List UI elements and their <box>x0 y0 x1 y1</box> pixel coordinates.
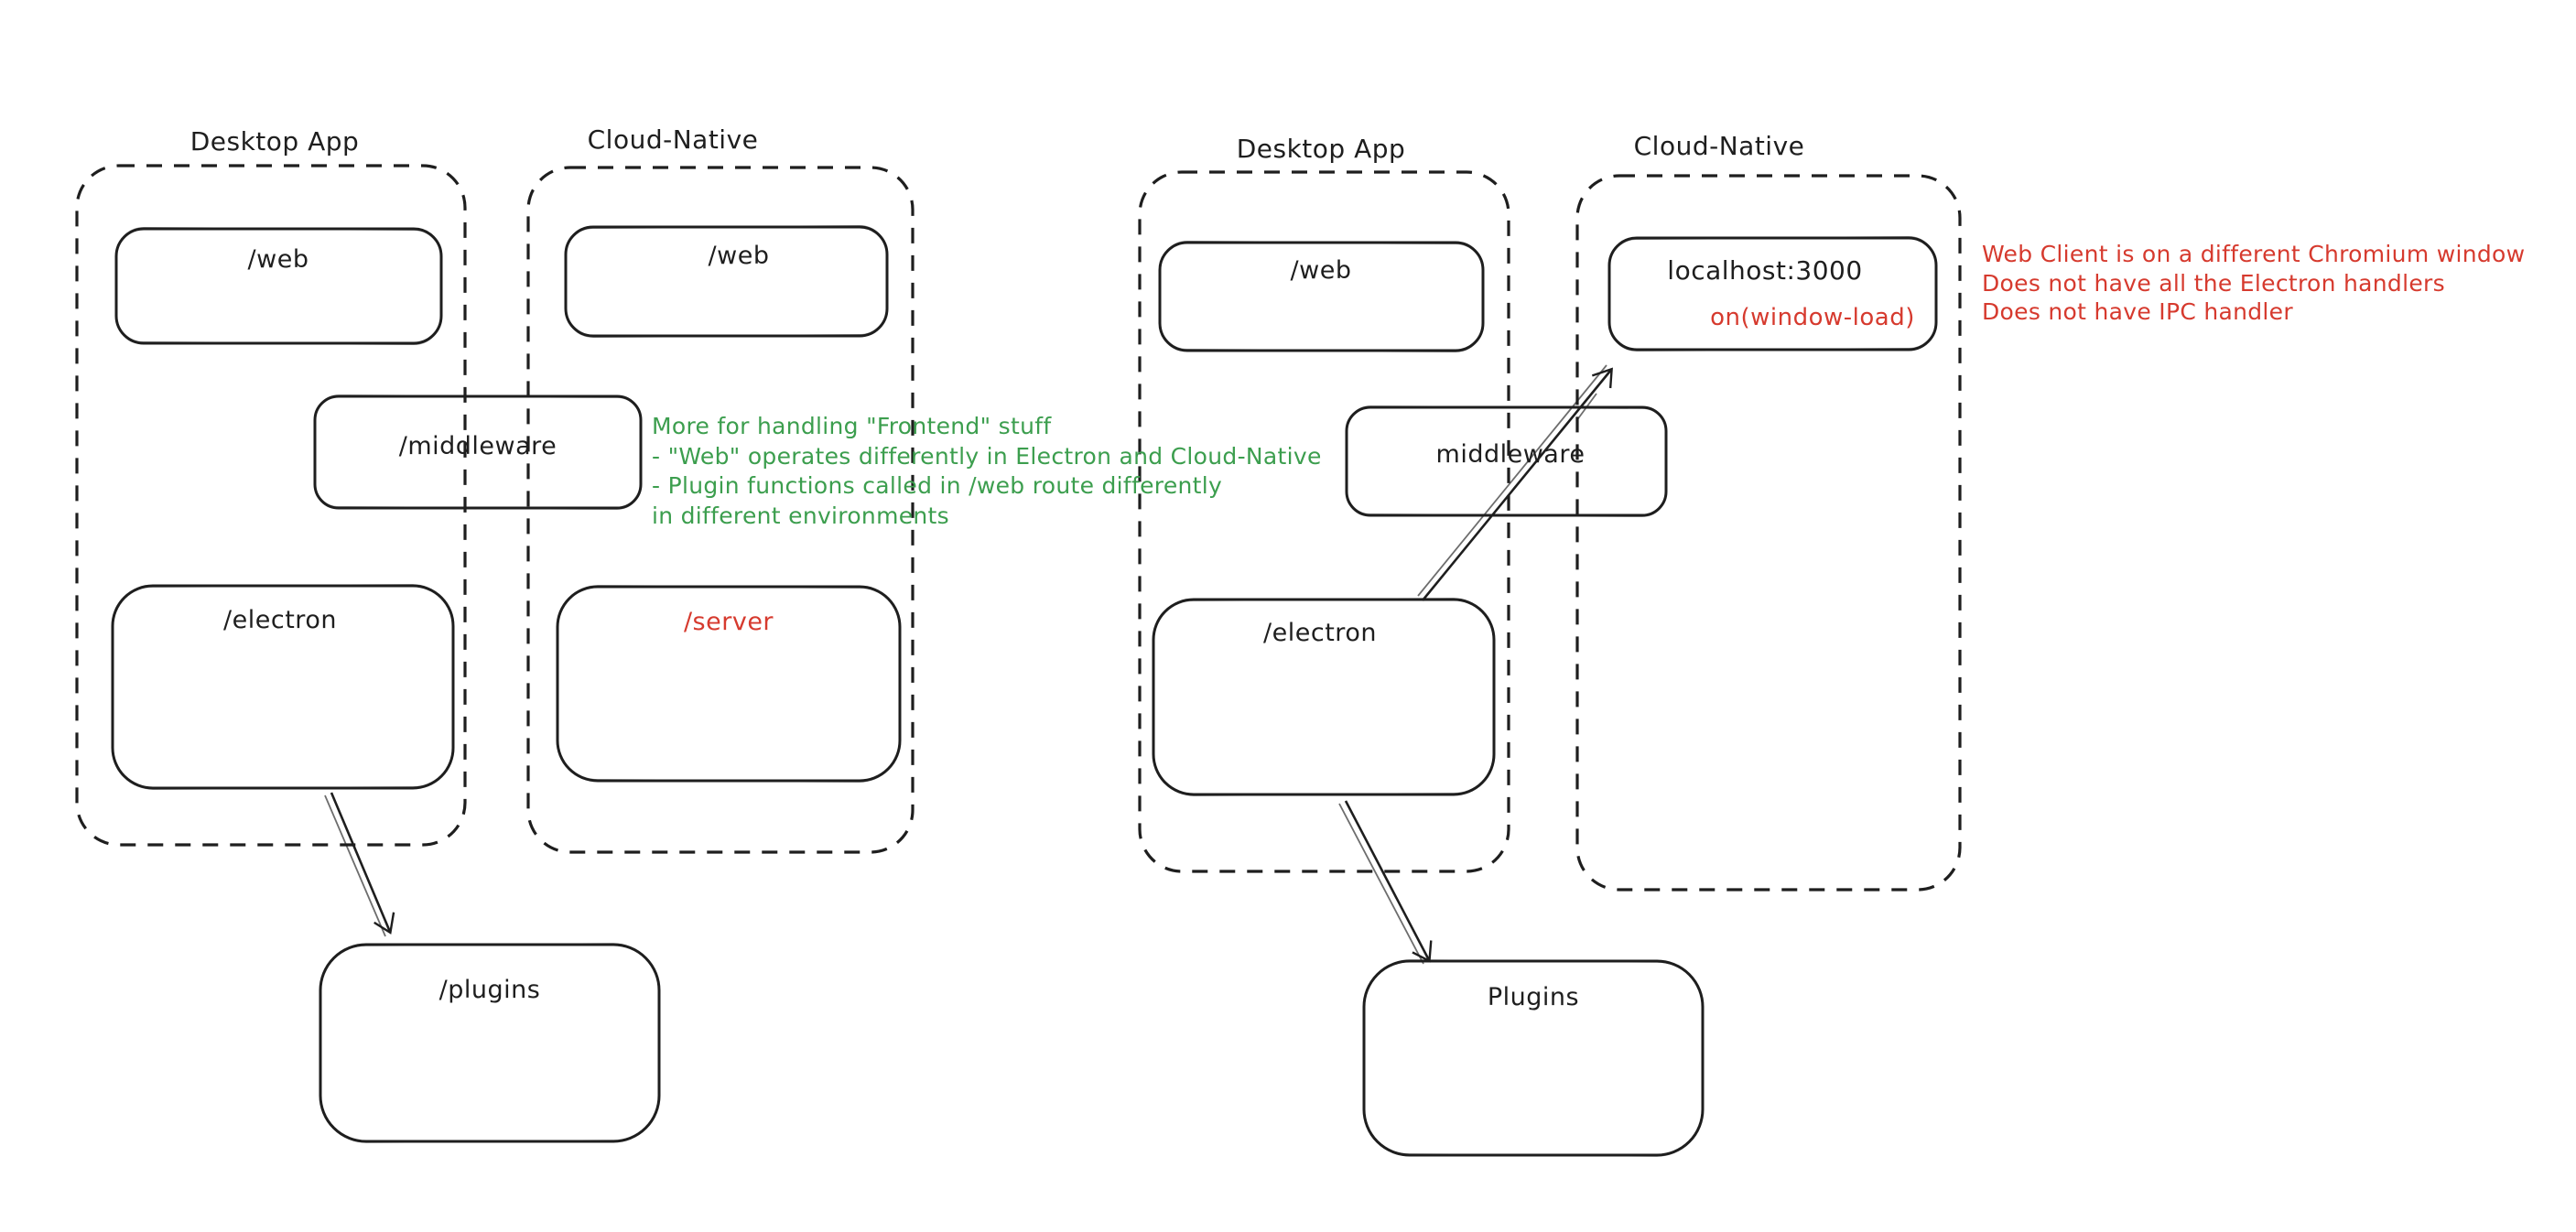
green-note-line-2: - "Web" operates differently in Electron… <box>652 442 1322 470</box>
left-middleware-label: /middleware <box>398 432 557 460</box>
right-plugins-label: Plugins <box>1487 983 1580 1011</box>
left-web-desktop-box-sketch <box>114 226 443 346</box>
left-electron-label: /electron <box>223 606 337 634</box>
left-electron-to-plugins-arrow-sketch <box>324 794 386 937</box>
right-electron-to-localhost-arrow <box>1421 367 1613 601</box>
left-server-box-sketch <box>556 585 902 783</box>
right-cloud-native-container <box>1575 174 1962 892</box>
right-electron-to-localhost-arrow-sketch <box>1417 364 1607 597</box>
green-note-line-1: More for handling "Frontend" stuff <box>652 413 1052 439</box>
right-electron-to-plugins-arrow-sketch <box>1338 803 1424 965</box>
right-middleware-label: middleware <box>1435 440 1586 469</box>
left-server-label: /server <box>683 608 774 636</box>
right-desktop-app-container <box>1138 170 1510 873</box>
left-electron-box-sketch <box>111 584 455 790</box>
right-web-desktop-box <box>1158 241 1485 352</box>
left-middleware-box <box>313 394 643 510</box>
right-web-desktop-box-sketch <box>1158 240 1485 353</box>
right-middleware-box <box>1345 405 1668 517</box>
right-desktop-app-label: Desktop App <box>1236 134 1406 164</box>
right-localhost-box-sketch <box>1607 235 1938 352</box>
left-web-desktop-label: /web <box>247 245 309 274</box>
right-localhost-box <box>1607 236 1938 351</box>
green-note-line-4: in different environments <box>652 502 949 529</box>
left-plugins-box-sketch <box>319 943 661 1143</box>
green-note-line-3: - Plugin functions called in /web route … <box>652 472 1223 499</box>
right-on-window-load-label: on(window-load) <box>1710 304 1915 331</box>
right-electron-to-plugins-arrow <box>1344 800 1433 963</box>
left-web-cloud-box <box>564 225 889 338</box>
right-plugins-box-sketch <box>1362 959 1705 1157</box>
red-note-line-2: Does not have all the Electron handlers <box>1982 269 2445 297</box>
right-electron-box-sketch <box>1152 598 1496 796</box>
right-electron-label: /electron <box>1263 619 1377 647</box>
left-web-cloud-box-sketch <box>564 224 889 339</box>
left-desktop-app-container <box>75 164 467 847</box>
right-localhost-label: localhost:3000 <box>1667 255 1863 286</box>
right-electron-box <box>1152 598 1496 796</box>
right-cloud-native-label: Cloud-Native <box>1633 131 1805 161</box>
left-electron-to-plugins-arrow <box>330 792 395 935</box>
right-web-desktop-label: /web <box>1290 256 1352 285</box>
right-plugins-box <box>1362 959 1705 1157</box>
left-cloud-native-label: Cloud-Native <box>587 124 759 155</box>
left-plugins-label: /plugins <box>438 976 541 1004</box>
right-electron-to-localhost-arrowhead-sketch <box>1575 393 1597 422</box>
red-note-line-1: Web Client is on a different Chromium wi… <box>1982 241 2526 267</box>
left-middleware-box-sketch <box>313 394 643 510</box>
right-red-note: Web Client is on a different Chromium wi… <box>1982 240 2525 327</box>
red-note-line-3: Does not have IPC handler <box>1982 298 2293 325</box>
left-electron-box <box>111 584 455 790</box>
left-cloud-native-container <box>526 166 915 854</box>
left-plugins-box <box>319 943 661 1143</box>
right-middleware-box-sketch <box>1345 405 1668 517</box>
left-green-note: More for handling "Frontend" stuff - "We… <box>652 412 1322 531</box>
left-desktop-app-label: Desktop App <box>189 126 360 157</box>
left-server-box <box>556 585 902 783</box>
left-web-cloud-label: /web <box>708 242 770 270</box>
left-web-desktop-box <box>114 227 443 345</box>
